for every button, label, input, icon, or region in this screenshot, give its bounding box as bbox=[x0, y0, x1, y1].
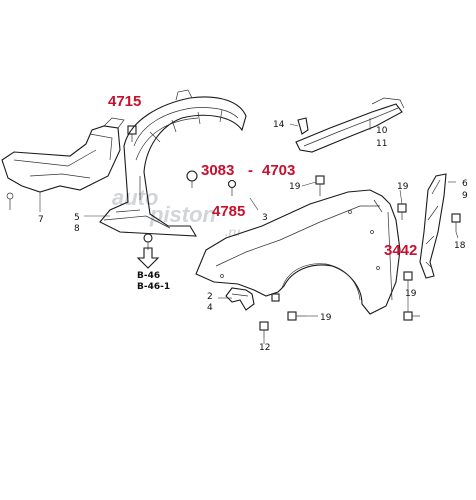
bolt-icon bbox=[287, 311, 306, 321]
label-10: 10 bbox=[376, 126, 388, 136]
bolt-icon bbox=[227, 179, 237, 196]
label-5: 5 bbox=[74, 213, 80, 223]
bolt-icon bbox=[403, 311, 420, 321]
highlight-4785: 4785 bbox=[212, 203, 245, 220]
upper-seal-part-10 bbox=[295, 97, 405, 153]
label-8: 8 bbox=[74, 224, 80, 234]
highlighted-labels: 4715 3083 - 4703 4785 3442 bbox=[108, 93, 417, 259]
label-2: 2 bbox=[207, 292, 213, 302]
bolt-icon bbox=[271, 293, 280, 302]
leader-lines bbox=[39, 118, 459, 344]
fender-bracket-part-6 bbox=[419, 173, 447, 279]
fasteners bbox=[127, 117, 461, 338]
bolt-icon bbox=[397, 203, 407, 220]
label-12: 12 bbox=[259, 343, 270, 353]
ref-b46: B-46 bbox=[137, 271, 160, 281]
highlight-4715: 4715 bbox=[108, 93, 141, 110]
inner-fender-liner-part-5 bbox=[99, 89, 247, 237]
highlight-dash: - bbox=[248, 162, 253, 179]
front-fender-part-1 bbox=[195, 189, 401, 315]
ref-labels: B-46 B-46-1 bbox=[137, 271, 170, 292]
bolt-icon bbox=[259, 321, 269, 338]
label-18: 18 bbox=[454, 241, 466, 251]
clip-icon bbox=[186, 170, 198, 188]
highlight-3083: 3083 bbox=[201, 162, 234, 179]
splash-shield-part-7 bbox=[1, 117, 125, 210]
label-14: 14 bbox=[273, 120, 285, 130]
clip-icon bbox=[297, 117, 309, 135]
bolt-icon bbox=[403, 271, 413, 288]
clip-icon bbox=[143, 233, 153, 250]
highlight-3442: 3442 bbox=[384, 242, 417, 259]
bolt-icon bbox=[315, 175, 325, 196]
part-labels: 7 5 8 3 14 10 11 19 19 6 9 18 19 2 4 19 … bbox=[38, 120, 468, 353]
label-4: 4 bbox=[207, 303, 213, 313]
watermark-line2: piston bbox=[149, 202, 216, 227]
label-19-fender: 19 bbox=[289, 182, 301, 192]
label-19-bracket: 19 bbox=[397, 182, 409, 192]
ref-b461: B-46-1 bbox=[137, 282, 170, 292]
highlight-4703: 4703 bbox=[262, 162, 295, 179]
watermark-suffix: .ru bbox=[225, 225, 241, 239]
label-19-bottom: 19 bbox=[320, 313, 332, 323]
label-19-lower: 19 bbox=[405, 289, 417, 299]
label-9: 9 bbox=[462, 191, 468, 201]
label-6: 6 bbox=[462, 179, 468, 189]
bolt-icon bbox=[127, 125, 137, 142]
ref-arrow bbox=[136, 247, 160, 269]
label-3: 3 bbox=[262, 213, 268, 223]
label-11: 11 bbox=[376, 139, 387, 149]
small-bracket-part-2 bbox=[225, 287, 255, 311]
bolt-icon bbox=[451, 213, 461, 232]
label-7: 7 bbox=[38, 215, 44, 225]
